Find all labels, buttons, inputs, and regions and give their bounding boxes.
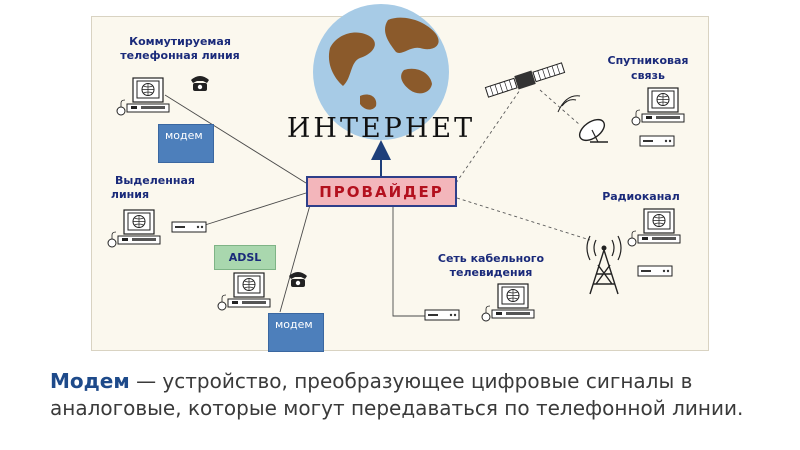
modem-callout-bottom: модем bbox=[268, 313, 324, 352]
computer-icon bbox=[107, 209, 161, 248]
label-satellite-2: связь bbox=[631, 69, 665, 82]
provider-box: ПРОВАЙДЕР bbox=[306, 176, 457, 207]
modem-device-icon bbox=[171, 221, 207, 233]
radio-tower-icon bbox=[586, 235, 622, 295]
label-dialup-1: Коммутируемая bbox=[129, 35, 231, 48]
modem-callout-top: модем bbox=[158, 124, 214, 163]
provider-label: ПРОВАЙДЕР bbox=[319, 182, 444, 201]
satellite-dish-icon bbox=[557, 95, 608, 143]
computer-icon bbox=[481, 283, 535, 322]
adsl-label: ADSL bbox=[228, 251, 262, 264]
computer-icon bbox=[627, 208, 681, 247]
computer-icon bbox=[631, 87, 685, 126]
modem-device-icon bbox=[424, 309, 460, 321]
globe-icon bbox=[313, 4, 449, 140]
label-dialup-2: телефонная линия bbox=[120, 49, 239, 62]
label-satellite-1: Спутниковая bbox=[608, 54, 689, 67]
internet-title: ИНТЕРНЕТ bbox=[287, 113, 475, 144]
computer-icon bbox=[217, 272, 271, 311]
dedicated-wire bbox=[204, 192, 307, 226]
modem-callout-text: модем bbox=[275, 318, 313, 331]
label-cable-1: Сеть кабельного bbox=[438, 252, 545, 265]
satellite-icon bbox=[484, 62, 566, 98]
definition-text: — устройство, преобразующее цифровые сиг… bbox=[50, 369, 744, 420]
modem-device-icon bbox=[637, 265, 673, 277]
dialup-wire bbox=[164, 94, 307, 184]
radio-wire bbox=[456, 197, 591, 241]
adsl-badge: ADSL bbox=[214, 245, 276, 270]
modem-callout-text: модем bbox=[165, 129, 203, 142]
label-cable-2: телевидения bbox=[450, 266, 533, 279]
computer-icon bbox=[116, 77, 170, 116]
label-radio: Радиоканал bbox=[602, 190, 680, 203]
definition-caption: Модем — устройство, преобразующее цифров… bbox=[50, 368, 750, 422]
adsl-wire bbox=[279, 204, 311, 313]
cable-wire bbox=[392, 207, 425, 317]
label-dedicated-1: Выделенная bbox=[115, 174, 195, 187]
telephone-icon bbox=[191, 76, 209, 91]
telephone-icon bbox=[289, 272, 307, 287]
definition-term: Модем bbox=[50, 369, 130, 393]
label-dedicated-2: линия bbox=[111, 188, 149, 201]
satellite-wire bbox=[455, 89, 521, 184]
modem-device-icon bbox=[639, 135, 675, 147]
